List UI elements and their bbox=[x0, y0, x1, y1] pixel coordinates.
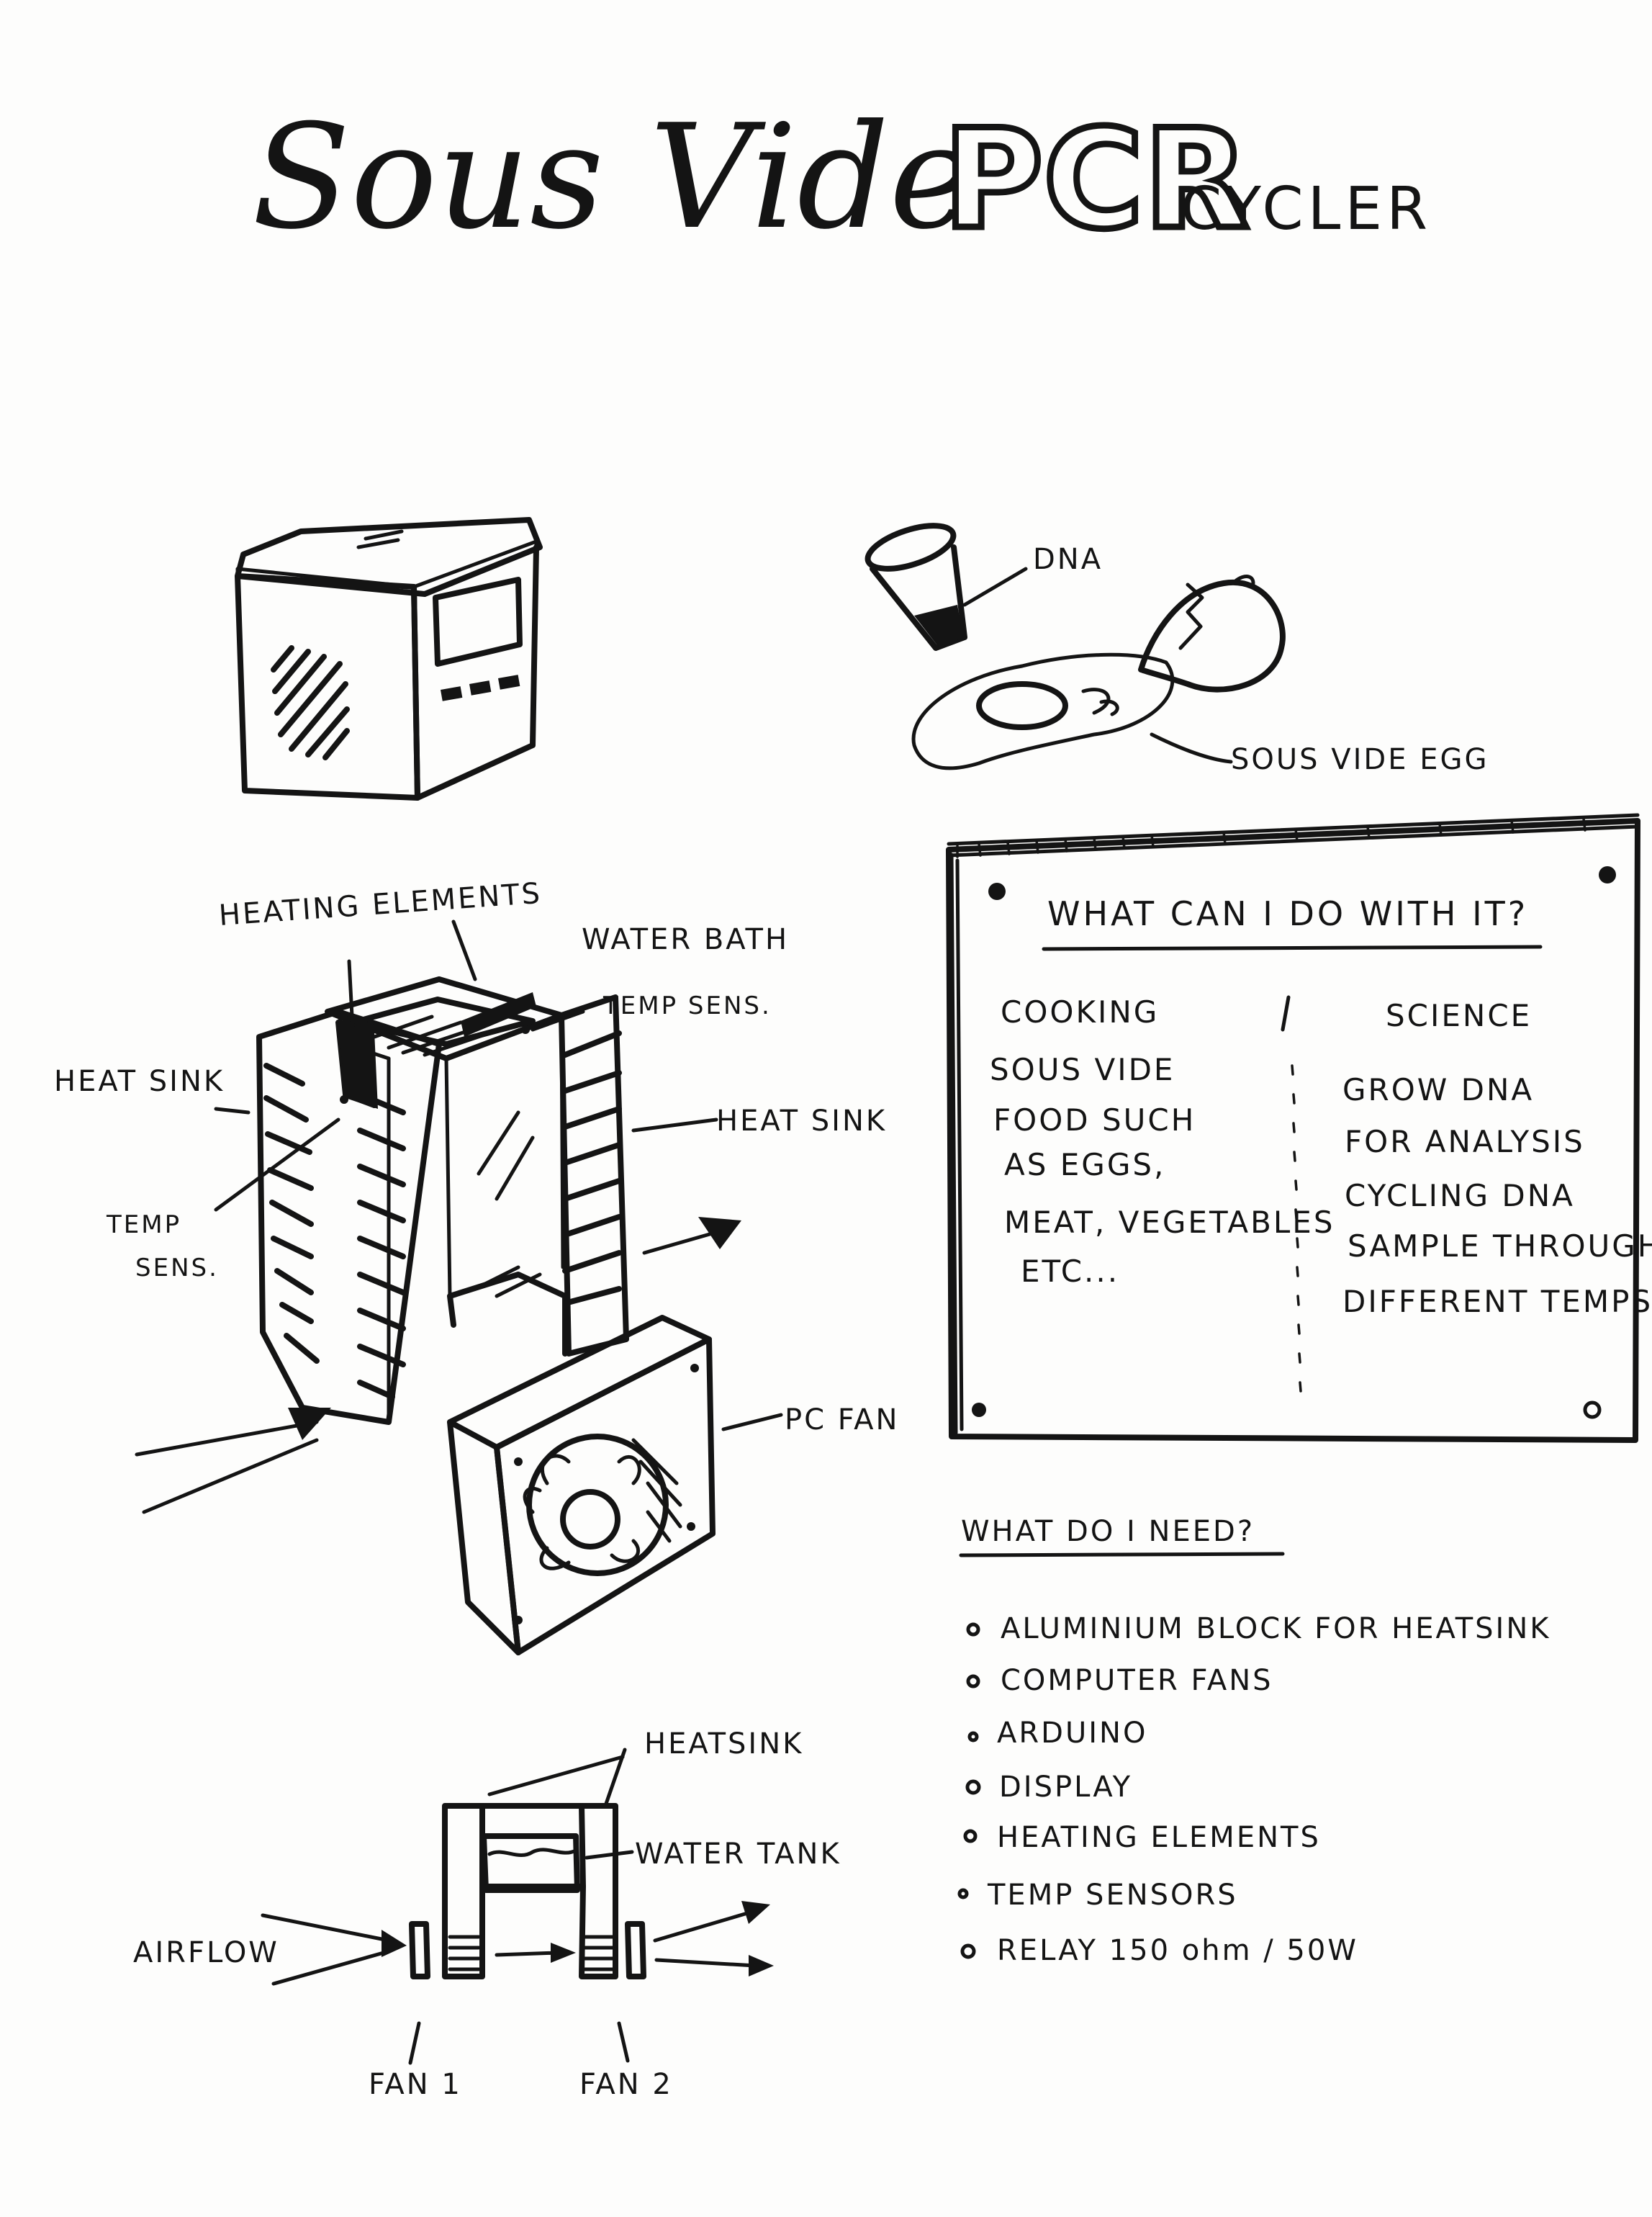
board-science-line: SAMPLE THROUGH bbox=[1348, 1228, 1652, 1264]
needs-item-text: ARDUINO bbox=[997, 1717, 1147, 1750]
temp-sens-top-label: TEMP SENS. bbox=[602, 991, 772, 1020]
water-bath-label: WATER BATH bbox=[582, 923, 789, 956]
board-title: WHAT CAN I DO WITH IT? bbox=[1047, 894, 1528, 933]
title-script-text: Sous Vide bbox=[252, 94, 975, 261]
needs-item-text: COMPUTER FANS bbox=[1001, 1664, 1273, 1697]
list-bullet-icon bbox=[966, 1674, 980, 1688]
temp-sens-left-label-line2: SENS. bbox=[135, 1254, 219, 1282]
list-bullet-icon bbox=[967, 1731, 979, 1742]
fan-2-label: FAN 2 bbox=[579, 2068, 673, 2101]
board-science-line: GROW DNA bbox=[1342, 1072, 1534, 1107]
board-science-column: SCIENCE GROW DNA FOR ANALYSIS CYCLING DN… bbox=[1342, 998, 1652, 1319]
needs-title: WHAT DO I NEED? bbox=[961, 1515, 1255, 1548]
pc-fan-illustration bbox=[447, 1315, 716, 1655]
list-bullet-icon bbox=[957, 1888, 969, 1899]
board-cooking-heading: COOKING bbox=[1001, 994, 1159, 1030]
temp-sens-left-label-line1: TEMP bbox=[106, 1210, 181, 1239]
board-cooking-line: FOOD SUCH bbox=[993, 1102, 1196, 1138]
list-bullet-icon bbox=[965, 1779, 981, 1795]
needs-item: ARDUINO bbox=[967, 1717, 1147, 1750]
title-cycler-text: CYCLER bbox=[1181, 175, 1432, 243]
heatsink-label: HEATSINK bbox=[644, 1727, 803, 1760]
needs-item-text: ALUMINIUM BLOCK FOR HEATSINK bbox=[1001, 1612, 1551, 1645]
sous-vide-egg-label: SOUS VIDE EGG bbox=[1231, 743, 1489, 776]
title-pcr-text: PCR bbox=[943, 100, 1249, 259]
needs-item-text: DISPLAY bbox=[999, 1771, 1132, 1804]
needs-item: DISPLAY bbox=[965, 1771, 1132, 1804]
list-bullet-icon bbox=[963, 1829, 978, 1843]
heat-sink-left-label: HEAT SINK bbox=[54, 1065, 225, 1098]
dna-tube-illustration bbox=[865, 523, 1028, 651]
board-frame bbox=[946, 813, 1640, 1443]
fan-1-label: FAN 1 bbox=[369, 2068, 462, 2101]
list-bullet-icon bbox=[960, 1943, 976, 1959]
needs-item: COMPUTER FANS bbox=[966, 1664, 1273, 1697]
needs-item: TEMP SENSORS bbox=[957, 1879, 1238, 1912]
airflow-label: AIRFLOW bbox=[133, 1936, 279, 1969]
pc-fan-label: PC FAN bbox=[785, 1403, 899, 1436]
needs-item: ALUMINIUM BLOCK FOR HEATSINK bbox=[966, 1612, 1551, 1645]
board-cooking-line: AS EGGS, bbox=[1004, 1147, 1165, 1182]
needs-list: WHAT DO I NEED? ALUMINIUM BLOCK FOR HEAT… bbox=[957, 1515, 1551, 1967]
board-cooking-line: MEAT, VEGETABLES bbox=[1004, 1205, 1335, 1240]
needs-item-text: TEMP SENSORS bbox=[987, 1879, 1238, 1912]
sous-vide-egg-illustration bbox=[911, 575, 1286, 770]
needs-item-text: HEATING ELEMENTS bbox=[997, 1821, 1321, 1854]
board-science-line: FOR ANALYSIS bbox=[1345, 1124, 1585, 1159]
exploded-view-illustration bbox=[135, 919, 783, 1514]
cross-section-illustration bbox=[261, 1748, 774, 2065]
needs-item: HEATING ELEMENTS bbox=[963, 1821, 1321, 1854]
board-cooking-line: ETC... bbox=[1021, 1254, 1119, 1289]
board-cooking-line: SOUS VIDE bbox=[990, 1052, 1175, 1087]
board-science-heading: SCIENCE bbox=[1386, 998, 1532, 1033]
needs-item: RELAY 150 ohm / 50W bbox=[960, 1934, 1358, 1967]
board-cooking-column: COOKING SOUS VIDE FOOD SUCH AS EGGS, MEA… bbox=[990, 994, 1335, 1289]
board-science-line: CYCLING DNA bbox=[1345, 1178, 1575, 1213]
heating-elements-label: HEATING ELEMENTS bbox=[217, 877, 543, 932]
water-tank-label: WATER TANK bbox=[635, 1838, 841, 1871]
needs-item-text: RELAY 150 ohm / 50W bbox=[997, 1934, 1358, 1967]
board-science-line: DIFFERENT TEMPS bbox=[1342, 1284, 1652, 1319]
device-cube-illustration bbox=[235, 517, 543, 801]
page-title: Sous Vide PCR CYCLER bbox=[252, 94, 1432, 263]
dna-label: DNA bbox=[1033, 543, 1103, 576]
list-bullet-icon bbox=[966, 1622, 980, 1637]
heat-sink-right-label: HEAT SINK bbox=[716, 1105, 887, 1138]
